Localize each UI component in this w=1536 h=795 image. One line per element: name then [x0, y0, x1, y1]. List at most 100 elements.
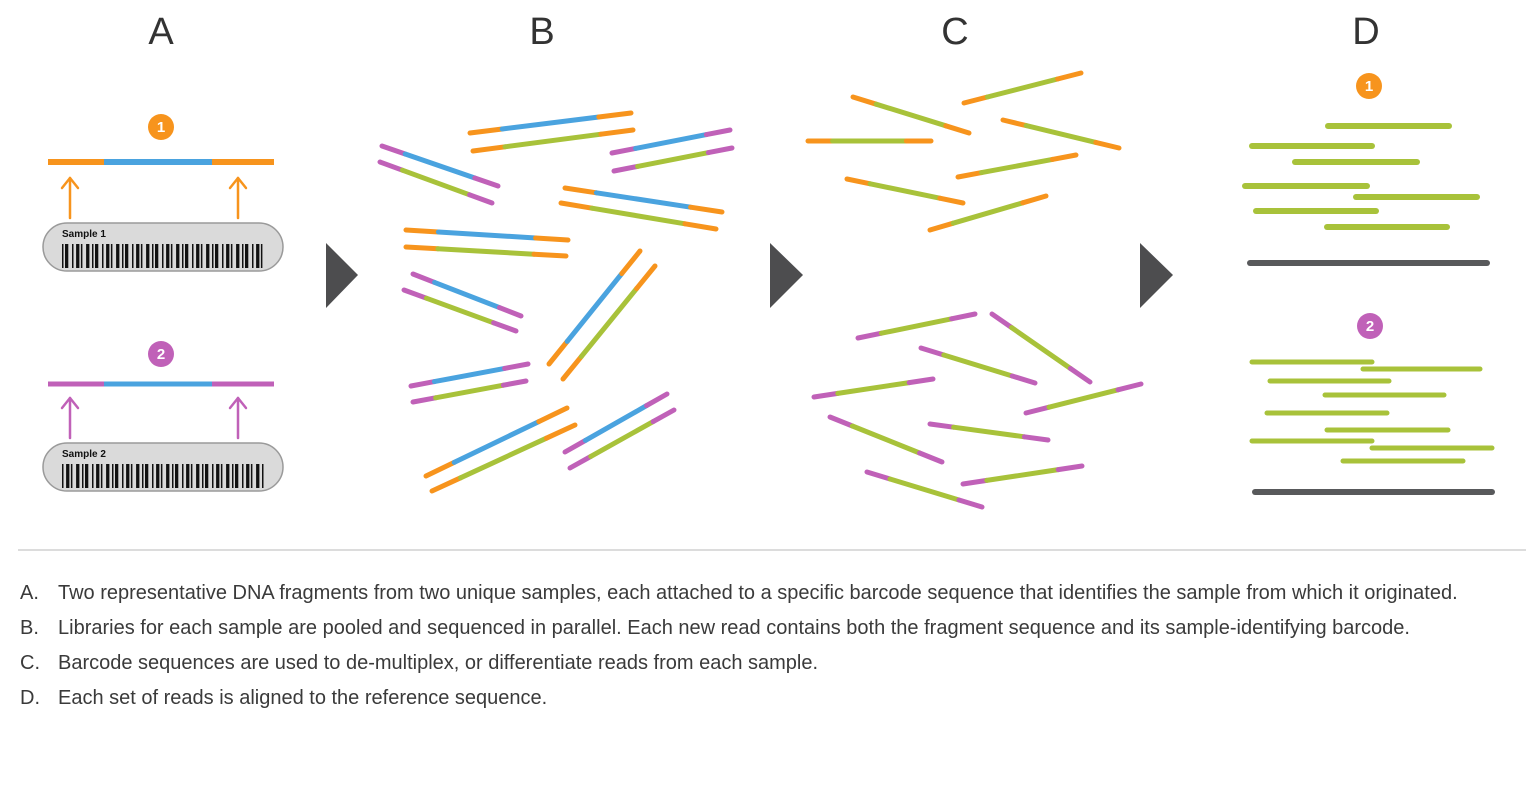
barcode-bar	[136, 244, 140, 268]
pooled-read-14	[560, 263, 658, 382]
barcode-bar	[242, 464, 244, 488]
caption-letter-a: A.	[20, 582, 39, 604]
barcode-bar	[236, 244, 240, 268]
sample-1-barcode-tag: Sample 1	[42, 222, 284, 272]
demultiplexed-read-9	[989, 311, 1093, 385]
barcode-bar	[196, 464, 200, 488]
barcode-bar	[86, 244, 90, 268]
pooled-read-20-segment	[650, 407, 677, 425]
pooled-read-8-segment	[682, 221, 719, 232]
barcode-bar	[175, 464, 179, 488]
demultiplexed-read-7-segment	[927, 220, 956, 233]
demultiplexed-read-8-segment	[878, 316, 955, 336]
barcode-bar	[215, 244, 219, 268]
demultiplexed-read-1-segment	[873, 101, 949, 129]
demultiplexed-read-14	[927, 421, 1051, 443]
demultiplexed-read-3	[1000, 117, 1122, 151]
caption-item-b: B.Libraries for each sample are pooled a…	[20, 611, 1520, 645]
sample-1-badge-number: 1	[157, 119, 165, 136]
pooled-read-4-segment	[611, 163, 641, 174]
barcode-bar	[200, 244, 203, 268]
demultiplexed-read-10	[918, 345, 1038, 386]
sample-2-barcode-label: Sample 2	[62, 449, 106, 460]
pooled-read-17-segment	[536, 405, 570, 425]
barcode-bar	[70, 464, 73, 488]
pooled-read-4-segment	[705, 145, 735, 156]
barcode-bar	[212, 464, 214, 488]
demultiplexed-read-2-segment	[961, 94, 990, 106]
pooled-read-18-segment	[429, 475, 464, 494]
pooled-read-9-segment	[403, 227, 441, 235]
demultiplexed-read-12-segment	[1046, 387, 1121, 410]
caption-text-d: Each set of reads is aligned to the refe…	[58, 687, 548, 709]
sample-2-barcode-bars	[62, 464, 264, 488]
panel-d-sample-2-badge	[1357, 313, 1383, 339]
barcode-bar	[232, 464, 234, 488]
demultiplexed-read-6-segment	[937, 195, 966, 206]
pooled-read-15-segment	[502, 361, 531, 371]
pooled-read-3-segment	[703, 127, 733, 138]
barcode-bar	[122, 244, 124, 268]
demultiplexed-read-8	[855, 311, 978, 341]
caption-item-a: A.Two representative DNA fragments from …	[20, 576, 1520, 610]
step-arrow-c-to-d	[1140, 243, 1173, 308]
barcode-bar	[152, 464, 154, 488]
pooled-read-19-segment	[644, 391, 670, 409]
pooled-read-18-segment	[543, 422, 578, 441]
pooled-read-13-segment	[619, 248, 643, 277]
barcode-bar	[235, 464, 239, 488]
pooled-read-18-segment	[458, 435, 549, 481]
panel-d-sample-1-badge-number: 1	[1365, 78, 1373, 95]
barcode-bar	[216, 464, 220, 488]
pooled-read-7	[562, 185, 725, 215]
pooled-read-9-segment	[435, 229, 539, 241]
barcode-bar	[206, 244, 210, 268]
panel-letter-b: B	[529, 11, 554, 53]
pooled-read-8-segment	[589, 205, 688, 227]
demultiplexed-read-1-segment	[850, 94, 879, 107]
pooled-read-13-segment	[546, 338, 570, 367]
barcode-bar	[96, 464, 100, 488]
barcode-bar	[126, 464, 130, 488]
demultiplexed-read-12-segment	[1115, 381, 1144, 393]
pooled-read-17-segment	[423, 459, 457, 479]
caption-letter-b: B.	[20, 617, 39, 639]
barcode-bar	[145, 464, 149, 488]
demultiplexed-read-9-segment	[989, 311, 1015, 331]
sample-1-arrows	[60, 176, 248, 220]
panel-b-pooled-reads	[377, 110, 735, 494]
pooled-read-12	[401, 287, 519, 334]
caption-text-c: Barcode sequences are used to de-multipl…	[58, 652, 819, 674]
sample-1-barcode-bars	[62, 244, 263, 268]
barcode-bar	[95, 244, 99, 268]
demultiplexed-read-15-segment	[956, 497, 985, 510]
demultiplexed-read-5-segment	[1049, 152, 1079, 162]
barcode-bar	[176, 244, 180, 268]
demultiplexed-read-9-segment	[1067, 365, 1093, 385]
pooled-read-11-segment	[432, 279, 502, 311]
panel-a-sample-1: 1 Sample 1	[42, 114, 284, 272]
barcode-bar	[252, 244, 254, 268]
barcode-bar	[156, 464, 160, 488]
panel-d-sample-2-badge-number: 2	[1366, 318, 1374, 335]
pooled-read-16-segment	[433, 382, 506, 401]
demultiplexed-read-15-segment	[864, 469, 893, 482]
demultiplexed-read-2	[961, 70, 1084, 106]
barcode-bar	[80, 244, 83, 268]
barcode-bar	[256, 464, 260, 488]
pooled-read-6	[377, 159, 495, 206]
pooled-read-11-segment	[496, 305, 524, 319]
barcode-bar	[106, 244, 110, 268]
demultiplexed-read-11-segment	[906, 376, 936, 386]
caption-divider	[18, 549, 1526, 551]
step-arrow-b-to-c	[770, 243, 803, 308]
barcode-bar	[160, 464, 163, 488]
pooled-read-10-segment	[403, 244, 441, 252]
demultiplexed-read-1-segment	[943, 123, 972, 136]
pooled-read-1-segment	[596, 110, 634, 120]
pooled-read-12-segment	[423, 295, 497, 326]
barcode-bar	[85, 464, 89, 488]
barcode-bar	[185, 244, 189, 268]
demultiplexed-read-6	[844, 176, 966, 206]
demultiplexed-read-10-segment	[941, 352, 1015, 379]
